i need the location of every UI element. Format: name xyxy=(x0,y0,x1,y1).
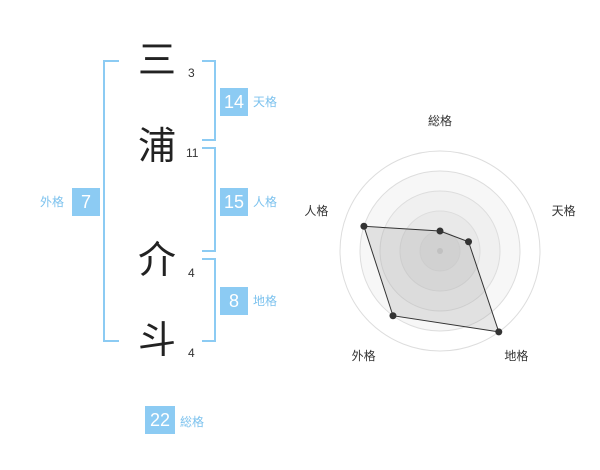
radar-point xyxy=(465,238,473,246)
tenkaku-bracket xyxy=(202,60,216,141)
name-char-2: 浦 xyxy=(137,124,176,168)
radar-axis-label: 地格 xyxy=(504,348,528,363)
radar-data-area xyxy=(363,225,500,333)
name-char-4: 斗 xyxy=(137,318,176,362)
name-char-1: 三 xyxy=(137,38,176,82)
tenkaku-label: 天格 xyxy=(253,95,278,109)
stroke-count-2: 11 xyxy=(186,146,199,160)
radar-point xyxy=(495,328,503,336)
gaikaku-value-badge: 7 xyxy=(72,188,100,216)
stroke-count-3: 4 xyxy=(188,266,195,280)
name-char-3: 介 xyxy=(137,238,176,282)
chikaku-bracket xyxy=(202,258,216,342)
jinkaku-bracket xyxy=(202,147,216,252)
chikaku-value-badge: 8 xyxy=(220,287,248,315)
radar-center-dot xyxy=(437,248,443,254)
chikaku-label: 地格 xyxy=(253,294,278,308)
gaikaku-bracket xyxy=(103,60,119,342)
gaikaku-label: 外格 xyxy=(40,195,65,209)
radar-axis-label: 外格 xyxy=(352,348,376,363)
radar-axis-label: 総格 xyxy=(428,113,452,128)
radar-point xyxy=(389,312,397,320)
soukaku-value-badge: 22 xyxy=(145,406,175,434)
radar-axis-label: 人格 xyxy=(304,203,328,218)
tenkaku-value-badge: 14 xyxy=(220,88,248,116)
jinkaku-label: 人格 xyxy=(253,195,278,209)
radar-axis-label: 天格 xyxy=(552,203,576,218)
stroke-count-4: 4 xyxy=(188,346,195,360)
radar-point xyxy=(360,222,368,230)
radar-point xyxy=(436,227,444,235)
stroke-count-1: 3 xyxy=(188,66,195,80)
soukaku-label: 総格 xyxy=(180,415,205,429)
jinkaku-value-badge: 15 xyxy=(220,188,248,216)
